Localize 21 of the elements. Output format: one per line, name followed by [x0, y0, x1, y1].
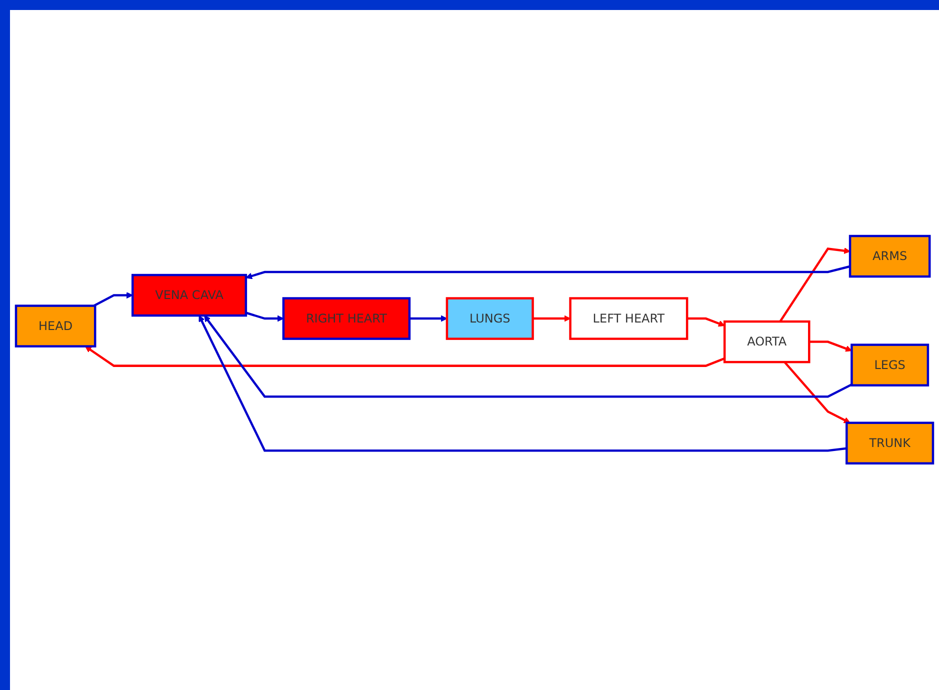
arrow — [784, 362, 850, 424]
arrow — [809, 341, 852, 352]
node-box: HEAD — [14, 304, 96, 348]
node-box: LUNGS — [446, 297, 534, 340]
node-box: LEGS — [850, 344, 930, 387]
arrow — [246, 266, 850, 280]
arrow — [84, 346, 725, 368]
arrow — [409, 316, 448, 322]
node-box: ARMS — [848, 235, 931, 278]
arrow — [687, 318, 725, 327]
arrow — [532, 316, 571, 322]
node-box: RIGHT HEART — [282, 297, 411, 340]
node-box: VENA CAVA — [132, 274, 248, 317]
arrow — [246, 312, 284, 322]
node-box: LEFT HEART — [569, 297, 688, 340]
arrow — [779, 248, 850, 322]
node-box: TRUNK — [846, 422, 934, 465]
arrow — [204, 316, 852, 398]
arrow — [198, 316, 847, 452]
arrow — [93, 292, 133, 308]
node-box: AORTA — [723, 320, 810, 364]
